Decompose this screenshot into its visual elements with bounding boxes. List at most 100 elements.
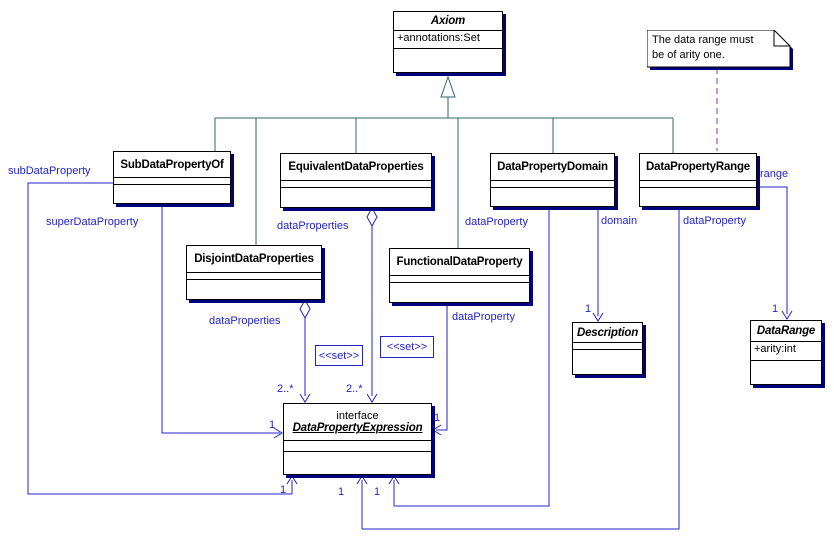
- role-label-disjoint-data-properties: dataProperties: [209, 315, 281, 327]
- attributes-compartment: [390, 276, 529, 283]
- set-stereotype-box: <<set>>: [380, 336, 434, 358]
- attributes-compartment: [491, 181, 614, 188]
- operations-compartment: [751, 361, 821, 384]
- class-description[interactable]: Description: [572, 322, 643, 375]
- note-fold-icon: [773, 30, 790, 47]
- note-text: The data range must be of arity one.: [652, 33, 754, 63]
- class-title: EquivalentDataProperties: [281, 154, 431, 181]
- role-label-range-data-property: dataProperty: [683, 215, 746, 227]
- generalization-lines: [214, 97, 674, 248]
- class-title: DataPropertyDomain: [491, 154, 614, 181]
- edge-sub-data-property: [27, 182, 298, 495]
- multiplicity-label: 1: [374, 486, 381, 498]
- role-label-domain-data-property: dataProperty: [465, 216, 528, 228]
- operations-compartment: [640, 188, 756, 206]
- association-edges: [27, 182, 793, 530]
- edge-domain-data-property: [388, 207, 550, 507]
- edge-equivalent-data-properties: [366, 206, 378, 403]
- arrowhead-down-icon: [592, 312, 604, 322]
- operations-compartment: [284, 452, 431, 474]
- set-stereotype-box: <<set>>: [315, 345, 363, 366]
- role-label-functional-data-property: dataProperty: [452, 311, 515, 323]
- arrowhead-left-icon: [432, 424, 442, 436]
- operations-compartment: [573, 350, 642, 374]
- edge-generalization: [214, 75, 674, 248]
- arrowhead-down-icon: [366, 393, 378, 403]
- edge-disjoint-data-properties: [299, 298, 311, 403]
- edge-line: [27, 182, 293, 495]
- class-sub-data-property-of[interactable]: SubDataPropertyOf: [113, 151, 231, 204]
- multiplicity-label: 1: [585, 303, 592, 315]
- edge-line: [361, 207, 680, 530]
- edge-super-data-property: [161, 204, 283, 439]
- edge-range: [757, 186, 793, 320]
- attributes-compartment: [640, 181, 756, 188]
- class-attribute: +arity:int: [751, 342, 821, 361]
- class-disjoint-data-properties[interactable]: DisjointDataProperties: [186, 245, 322, 300]
- note-text-line1: The data range must: [652, 34, 754, 46]
- edge-line: [436, 303, 448, 431]
- edge-line: [161, 204, 280, 434]
- arrowhead-down-icon: [781, 310, 793, 320]
- arrowhead-right-icon: [273, 427, 283, 439]
- class-data-property-domain[interactable]: DataPropertyDomain: [490, 153, 615, 207]
- attributes-compartment: [114, 178, 230, 185]
- class-functional-data-property[interactable]: FunctionalDataProperty: [389, 248, 530, 303]
- class-axiom[interactable]: Axiom +annotations:Set: [393, 11, 503, 73]
- interface-name: DataPropertyExpression: [292, 422, 423, 434]
- edge-range-data-property: [356, 207, 680, 530]
- operations-compartment: [187, 280, 321, 299]
- attributes-compartment: [187, 273, 321, 280]
- role-label-range: range: [760, 168, 789, 180]
- role-label-super-data-property: superDataProperty: [46, 216, 139, 228]
- interface-stereotype: interface: [336, 410, 379, 422]
- operations-compartment: [394, 49, 502, 72]
- class-equivalent-data-properties[interactable]: EquivalentDataProperties: [280, 153, 432, 208]
- operations-compartment: [390, 283, 529, 302]
- role-label-domain: domain: [601, 215, 638, 227]
- arrowhead-up-icon: [388, 475, 400, 485]
- multiplicity-label: 1: [338, 486, 345, 498]
- multiplicity-label: 2..*: [346, 383, 363, 395]
- class-data-range[interactable]: DataRange +arity:int: [750, 320, 822, 385]
- attributes-compartment: [281, 181, 431, 188]
- arrowhead-up-icon: [286, 475, 298, 485]
- arrowhead-down-icon: [299, 393, 311, 403]
- operations-compartment: [114, 185, 230, 203]
- edge-domain: [592, 207, 604, 322]
- operations-compartment: [491, 188, 614, 206]
- class-title: Description: [573, 323, 642, 343]
- uml-note: The data range must be of arity one.: [647, 30, 794, 72]
- aggregation-diamond-icon: [299, 298, 311, 320]
- multiplicity-label: 1: [280, 484, 287, 496]
- edge-line: [393, 207, 550, 507]
- role-label-equivalent-data-properties: dataProperties: [277, 220, 349, 232]
- attributes-compartment: [284, 441, 431, 452]
- aggregation-diamond-icon: [366, 206, 378, 228]
- edge-line: [757, 186, 788, 314]
- class-data-property-range[interactable]: DataPropertyRange: [639, 153, 757, 207]
- inheritance-triangle-icon: [440, 75, 456, 98]
- arrowhead-up-icon: [356, 475, 368, 485]
- class-title: Axiom: [394, 12, 502, 31]
- note-text-line2: be of arity one.: [652, 49, 725, 61]
- class-title: interface DataPropertyExpression: [284, 404, 431, 441]
- class-attribute: +annotations:Set: [394, 31, 502, 49]
- multiplicity-label: 1: [269, 419, 276, 431]
- edge-functional-data-property: [432, 303, 448, 436]
- operations-compartment: [281, 188, 431, 207]
- class-title: SubDataPropertyOf: [114, 152, 230, 178]
- interface-data-property-expression[interactable]: interface DataPropertyExpression: [283, 403, 432, 475]
- multiplicity-label: 1: [772, 303, 779, 315]
- multiplicity-label: 2..*: [277, 383, 294, 395]
- class-title: DataRange: [751, 321, 821, 342]
- multiplicity-label: 1: [434, 412, 441, 424]
- class-title: DisjointDataProperties: [187, 246, 321, 273]
- class-title: DataPropertyRange: [640, 154, 756, 181]
- class-title: FunctionalDataProperty: [390, 249, 529, 276]
- attributes-compartment: [573, 343, 642, 350]
- role-label-sub-data-property: subDataProperty: [8, 165, 91, 177]
- note-shape: [647, 30, 793, 70]
